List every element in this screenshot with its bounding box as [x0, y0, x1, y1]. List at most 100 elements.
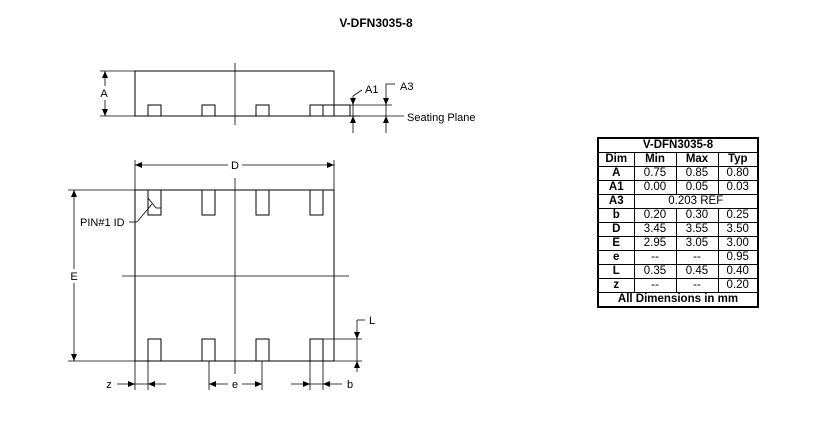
- dim-A-label: A: [100, 88, 108, 100]
- bottom-pad-2: [201, 189, 216, 216]
- side-pad-4: [309, 104, 324, 117]
- table-row: A 0.75 0.85 0.80: [597, 166, 759, 181]
- row-dim: E: [597, 236, 635, 251]
- bottom-pad-3: [255, 189, 270, 216]
- row-typ: 0.25: [717, 208, 759, 223]
- side-pad-1: [147, 104, 162, 117]
- dim-A1-leader: [352, 89, 363, 97]
- table-row: E 2.95 3.05 3.00: [597, 236, 759, 251]
- row-max: 0.05: [675, 180, 719, 195]
- bottom-pad-7: [201, 338, 216, 362]
- header-dim: Dim: [597, 152, 635, 167]
- dim-A1-arrow-bottom: [350, 116, 356, 123]
- dim-e-label-bg: [228, 377, 242, 391]
- row-min: --: [633, 278, 677, 293]
- header-max: Max: [675, 152, 719, 167]
- row-typ: 3.50: [717, 222, 759, 237]
- row-max: 0.45: [675, 264, 719, 279]
- bottom-pad-8: [147, 338, 162, 362]
- drawing-title: V-DFN3035-8: [339, 16, 413, 30]
- dim-L-arrow-bottom: [354, 361, 360, 368]
- dim-E-arrow-bottom: [71, 354, 77, 361]
- dim-L-label: L: [369, 315, 375, 327]
- row-dim: A: [597, 166, 635, 181]
- header-typ: Typ: [717, 152, 759, 167]
- table-title: V-DFN3035-8: [597, 137, 759, 153]
- row-min: 3.45: [633, 222, 677, 237]
- dim-A3-arrow-top: [383, 98, 389, 105]
- dim-z-arrow-right: [148, 381, 155, 387]
- dim-A1-arrow-top: [350, 98, 356, 105]
- dim-A-label-bg: [97, 86, 111, 100]
- dimension-table: V-DFN3035-8 Dim Min Max Typ A 0.75 0.85 …: [597, 137, 759, 308]
- table-row: z -- -- 0.20: [597, 278, 759, 293]
- row-typ: 0.95: [717, 250, 759, 265]
- table-footer-row: All Dimensions in mm: [597, 292, 759, 308]
- bottom-pad-6: [255, 338, 270, 362]
- row-typ: 3.00: [717, 236, 759, 251]
- row-dim: e: [597, 250, 635, 265]
- dim-E-label: E: [70, 271, 77, 283]
- bottom-pad-4: [309, 189, 324, 216]
- bottom-view-body: [134, 189, 335, 362]
- row-typ: 0.03: [717, 180, 759, 195]
- dim-D-label-bg: [228, 158, 242, 172]
- dim-b-label: b: [347, 379, 353, 391]
- dim-z-label: z: [106, 379, 112, 391]
- row-min: 2.95: [633, 236, 677, 251]
- pin1-leader-diag: [136, 203, 153, 223]
- table-title-row: V-DFN3035-8: [597, 137, 759, 153]
- row-dim: A1: [597, 180, 635, 195]
- row-min: 0.35: [633, 264, 677, 279]
- dim-z-arrow-left: [128, 381, 135, 387]
- seating-plane-label: Seating Plane: [407, 112, 476, 124]
- row-min: 0.20: [633, 208, 677, 223]
- dim-e-arrow-right: [255, 381, 262, 387]
- table-row: A3 0.203 REF: [597, 194, 759, 209]
- bottom-pad-1: [147, 189, 162, 216]
- pin1-id-label: PIN#1 ID: [80, 217, 125, 229]
- bottom-pad-5: [309, 338, 324, 362]
- dim-A-arrow-top: [102, 71, 108, 78]
- dim-e-arrow-left: [209, 381, 216, 387]
- row-max: 0.30: [675, 208, 719, 223]
- row-span-value: 0.203 REF: [633, 194, 759, 209]
- row-dim: A3: [597, 194, 635, 209]
- dim-D-label: D: [231, 160, 239, 172]
- table-row: L 0.35 0.45 0.40: [597, 264, 759, 279]
- dim-A-arrow-bottom: [102, 109, 108, 116]
- row-typ: 0.40: [717, 264, 759, 279]
- dim-A1-label: A1: [365, 84, 378, 96]
- dim-b-arrow-left: [303, 381, 310, 387]
- bottom-view: D E PIN#1 ID L z e: [67, 158, 375, 391]
- row-min: 0.00: [633, 180, 677, 195]
- row-max: --: [675, 250, 719, 265]
- dim-D-arrow-right: [327, 162, 334, 168]
- row-min: 0.75: [633, 166, 677, 181]
- dim-b-arrow-right: [323, 381, 330, 387]
- table-footer: All Dimensions in mm: [597, 292, 759, 308]
- table-header-row: Dim Min Max Typ: [597, 152, 759, 167]
- dim-D-arrow-left: [135, 162, 142, 168]
- header-min: Min: [633, 152, 677, 167]
- row-max: 3.05: [675, 236, 719, 251]
- row-typ: 0.80: [717, 166, 759, 181]
- dim-A3-label: A3: [400, 81, 413, 93]
- row-dim: b: [597, 208, 635, 223]
- pin1-chamfer: [147, 197, 157, 209]
- side-view: A A1 A3 Seating Plane: [97, 63, 476, 133]
- row-max: 0.85: [675, 166, 719, 181]
- side-view-body: [134, 70, 335, 117]
- dim-E-label-bg: [67, 269, 81, 283]
- row-dim: D: [597, 222, 635, 237]
- row-typ: 0.20: [717, 278, 759, 293]
- dim-A3-arrow-bottom: [383, 116, 389, 123]
- row-min: --: [633, 250, 677, 265]
- table-row: e -- -- 0.95: [597, 250, 759, 265]
- row-max: --: [675, 278, 719, 293]
- side-pad-2: [201, 104, 216, 117]
- dim-L-arrow-top: [354, 332, 360, 339]
- row-max: 3.55: [675, 222, 719, 237]
- dim-E-arrow-top: [71, 190, 77, 197]
